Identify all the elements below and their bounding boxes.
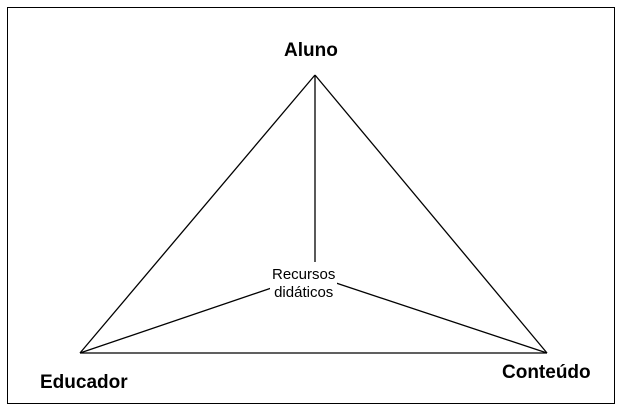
edge-aluno-conteudo	[315, 75, 547, 353]
edge-aluno-educador	[80, 75, 315, 353]
center-label-line1: Recursos	[272, 266, 335, 284]
vertex-label-aluno: Aluno	[284, 40, 338, 62]
spoke-conteudo-center	[330, 281, 547, 353]
center-label-recursos-didaticos: Recursos didáticos	[270, 266, 337, 302]
center-label-line2: didáticos	[272, 284, 335, 302]
vertex-label-conteudo: Conteúdo	[502, 362, 591, 384]
vertex-label-educador: Educador	[40, 372, 128, 394]
spoke-educador-center	[80, 281, 292, 353]
